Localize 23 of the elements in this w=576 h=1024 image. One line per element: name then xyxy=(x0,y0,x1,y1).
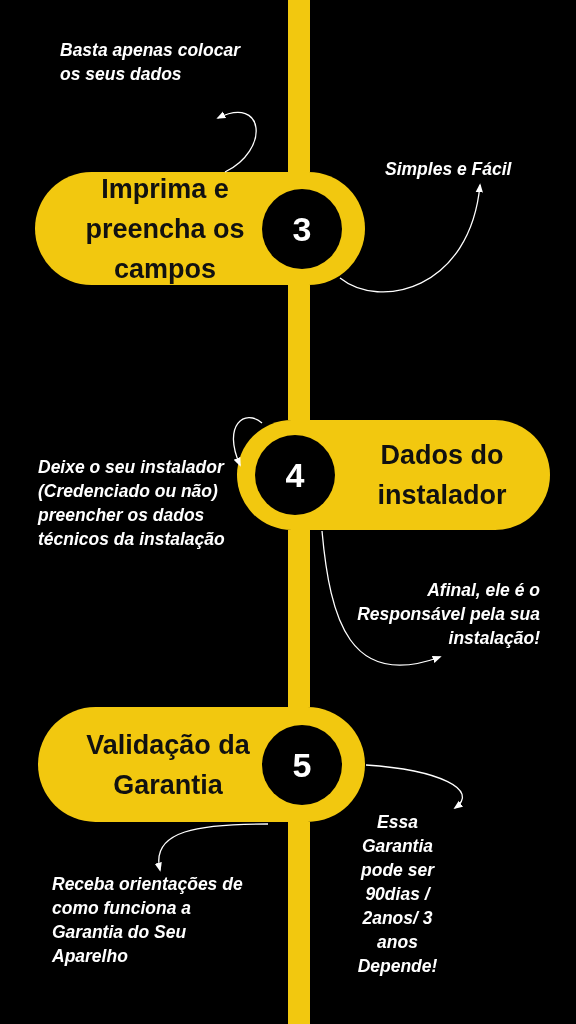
curved-arrow xyxy=(339,183,483,293)
curved-arrow xyxy=(365,764,463,810)
annotation-text: Afinal, ele é o Responsável pela sua instalação! xyxy=(355,578,540,650)
timeline-bar xyxy=(288,0,310,172)
step-number: 3 xyxy=(262,189,342,269)
curved-arrow xyxy=(216,111,257,173)
timeline-bar xyxy=(288,822,310,1024)
curved-arrow xyxy=(232,416,263,467)
step-title: Dados do instalador xyxy=(376,439,508,512)
curved-arrow xyxy=(321,530,442,666)
annotation-text: Receba orientações de como funciona a Garantia do Seu Aparelho xyxy=(52,872,252,968)
annotation-text: Deixe o seu instalador (Credenciado ou não) preencher os dados técnicos da instalação xyxy=(38,455,238,551)
step-title: Validação da Garantia xyxy=(85,729,251,802)
timeline-bar xyxy=(288,530,310,707)
step-number: 5 xyxy=(262,725,342,805)
step-number: 4 xyxy=(255,435,335,515)
step-title: Imprima e preencha os campos xyxy=(84,173,246,286)
timeline-bar xyxy=(288,285,310,420)
annotation-text: Simples e Fácil xyxy=(385,157,555,181)
annotation-text: Basta apenas colocar os seus dados xyxy=(60,38,240,86)
curved-arrow xyxy=(155,823,269,872)
step-pill xyxy=(237,420,550,530)
annotation-text: Essa Garantia pode ser 90dias / 2anos/ 3 anos Depende! xyxy=(345,810,450,978)
